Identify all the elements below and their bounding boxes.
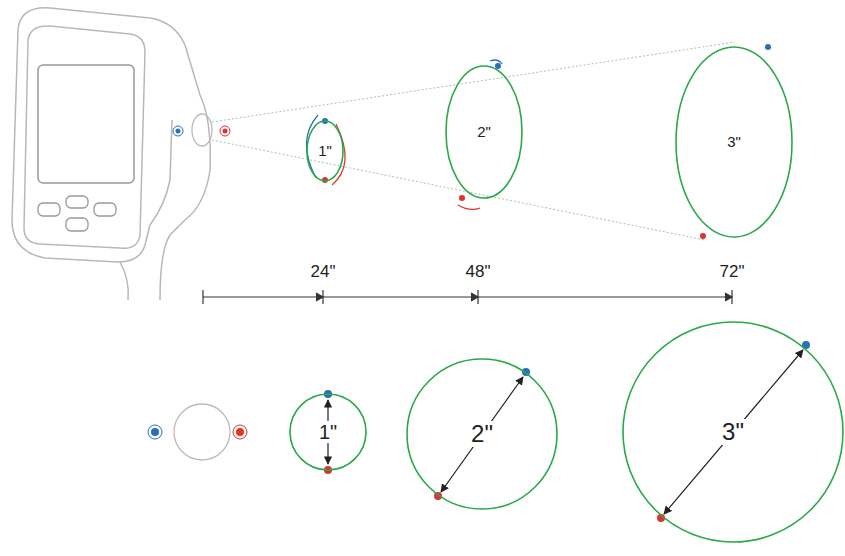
blue-laser-dot [151, 428, 159, 436]
laser-spot-ellipse: 2" [444, 64, 524, 200]
distance-scale [203, 290, 732, 304]
text-holder: 1" [288, 392, 368, 472]
blue-laser [148, 425, 162, 439]
diameter-label: 1" [316, 143, 334, 160]
text-holder: 3" [621, 320, 845, 544]
thermometer-outline [12, 8, 210, 300]
screen [38, 65, 134, 183]
sensor-lens [192, 114, 212, 146]
diameter-label: 2" [469, 421, 495, 447]
distance-label: 72" [719, 263, 746, 282]
text-holder: 2" [405, 357, 559, 511]
top-dots [306, 44, 771, 239]
laser-spot-ellipse: 1" [305, 119, 345, 183]
diameter-label: 3" [725, 134, 743, 151]
diameter-label: 3" [720, 419, 746, 445]
buttons [38, 196, 116, 231]
red-laser-dot [223, 129, 228, 134]
diameter-label: 2" [475, 124, 493, 141]
beam-lines [212, 42, 735, 240]
sensor-lens [174, 404, 230, 460]
spot-circle: 2" [405, 357, 559, 511]
bottom-dots [324, 341, 810, 522]
blue-laser-dot [176, 129, 181, 134]
text-holder: 3" [674, 45, 794, 239]
spot-circle: 1" [288, 392, 368, 472]
diameter-label: 1" [317, 421, 339, 443]
laser-spot-ellipse: 3" [674, 45, 794, 239]
text-holder: 2" [444, 64, 524, 200]
spot-circle: 3" [621, 320, 845, 544]
distance-label: 48" [465, 263, 492, 282]
distance-label: 24" [310, 263, 337, 282]
diameter-arrows [328, 350, 803, 514]
blue-laser [173, 126, 183, 136]
text-holder: 1" [305, 119, 345, 183]
red-laser [220, 126, 230, 136]
red-laser-dot [236, 428, 244, 436]
red-laser [233, 425, 247, 439]
